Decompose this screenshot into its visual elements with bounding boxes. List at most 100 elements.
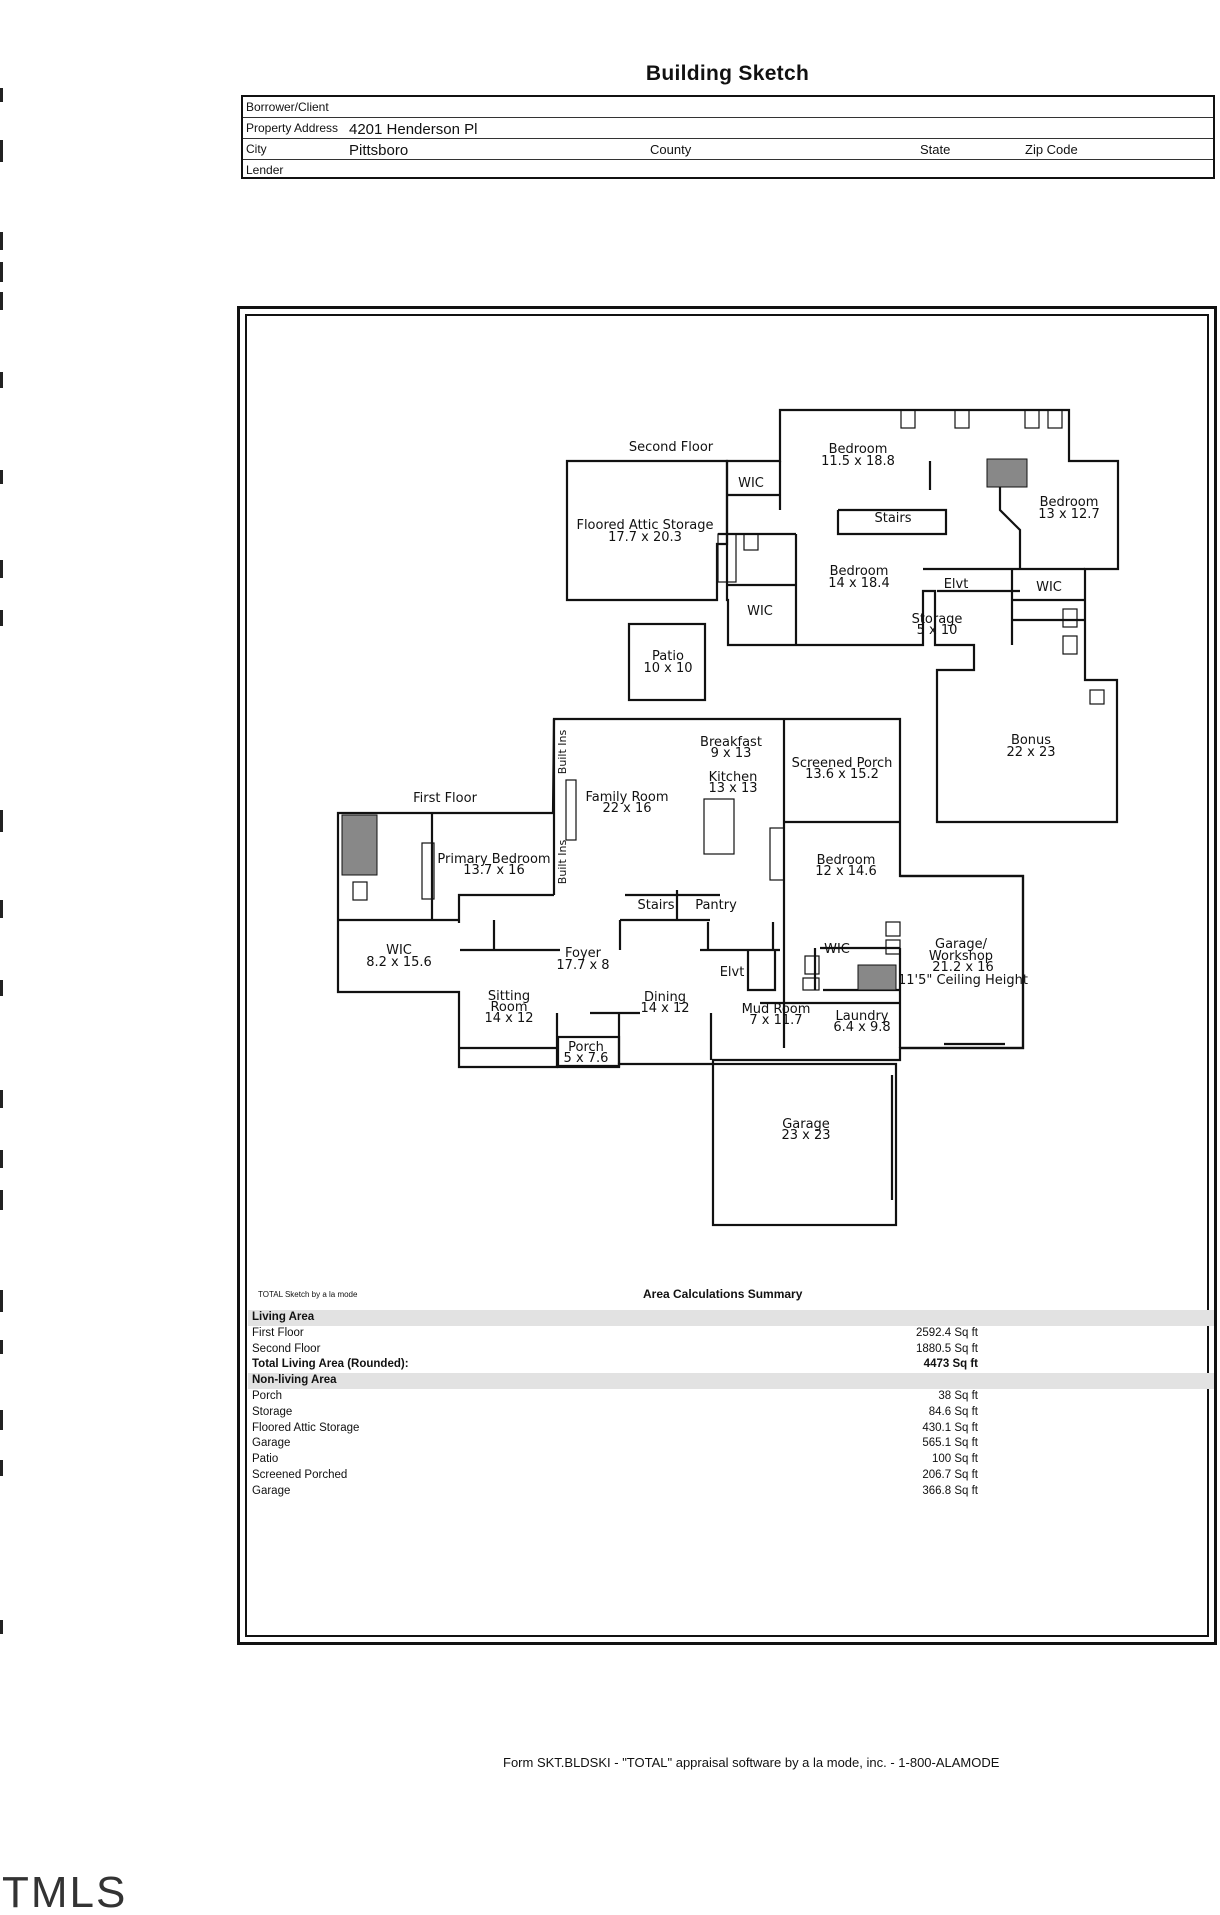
room-dims: 14 x 12 bbox=[484, 1011, 533, 1026]
room-label: Stairs bbox=[874, 511, 911, 526]
summary-row: Total Living Area (Rounded):4473 Sq ft bbox=[248, 1357, 1214, 1373]
room-label: Patio bbox=[652, 649, 684, 664]
room-label: Pantry bbox=[695, 898, 737, 913]
room-label: Bonus bbox=[1011, 733, 1051, 748]
summary-value: 2592.4 Sq ft bbox=[915, 1326, 978, 1339]
summary-label: Non-living Area bbox=[252, 1374, 337, 1387]
summary-label: Storage bbox=[252, 1405, 293, 1418]
borrower-row: Borrower/Client bbox=[243, 97, 1213, 118]
workshop-outline bbox=[900, 874, 1025, 1050]
summary-label: Porch bbox=[252, 1389, 283, 1402]
shower-hatch bbox=[341, 814, 378, 876]
built-ins-label: Built Ins bbox=[556, 840, 569, 885]
room-label: Storage bbox=[912, 612, 963, 627]
shower-hatch bbox=[857, 964, 897, 991]
first-floor-label: First Floor bbox=[413, 791, 477, 806]
scan-edge-mark bbox=[0, 1460, 3, 1476]
summary-value: 4473 Sq ft bbox=[923, 1358, 978, 1371]
garage-outline bbox=[711, 1062, 898, 1227]
stove-fixture bbox=[769, 827, 785, 881]
city-label: City bbox=[246, 142, 267, 156]
sink-fixture bbox=[1062, 635, 1078, 655]
summary-row: Floored Attic Storage 430.1 Sq ft bbox=[248, 1421, 1214, 1437]
summary-label: Second Floor bbox=[252, 1342, 321, 1355]
room-label: Family Room bbox=[586, 790, 669, 805]
summary-value: 38 Sq ft bbox=[938, 1389, 978, 1402]
toilet-fixture bbox=[885, 921, 901, 937]
room-dims: 22 x 23 bbox=[1006, 745, 1055, 760]
summary-label: Floored Attic Storage bbox=[252, 1421, 360, 1434]
summary-row: Second Floor 1880.5 Sq ft bbox=[248, 1342, 1214, 1358]
toilet-fixture bbox=[1024, 409, 1040, 429]
fireplace-hatch bbox=[986, 458, 1028, 488]
kitchen-island bbox=[703, 798, 735, 855]
city-row: City Pittsboro County State Zip Code bbox=[243, 139, 1213, 160]
room-note: 11'5" Ceiling Height bbox=[898, 973, 1028, 988]
summary-value: 430.1 Sq ft bbox=[922, 1421, 978, 1434]
scan-edge-mark bbox=[0, 470, 3, 484]
room-label: Garage/ bbox=[935, 937, 988, 952]
lender-label: Lender bbox=[246, 163, 284, 177]
room-label: WIC bbox=[747, 604, 773, 619]
builtin-shelf bbox=[565, 779, 577, 841]
scan-edge-mark bbox=[0, 980, 3, 996]
scan-edge-mark bbox=[0, 140, 3, 162]
room-dims: 14 x 18.4 bbox=[828, 576, 889, 591]
sink-fixture bbox=[1062, 608, 1078, 628]
summary-label: Living Area bbox=[252, 1311, 315, 1323]
room-label: WIC bbox=[824, 942, 850, 957]
room-label: Foyer bbox=[565, 946, 602, 961]
room-label: Bedroom bbox=[829, 442, 888, 457]
scan-edge-mark bbox=[0, 372, 3, 388]
room-dims: 8.2 x 15.6 bbox=[366, 955, 432, 970]
room-dims: 22 x 16 bbox=[602, 801, 651, 816]
scan-edge-mark bbox=[0, 1090, 3, 1108]
room-label: WIC bbox=[738, 476, 764, 491]
borrower-label: Borrower/Client bbox=[246, 100, 329, 114]
summary-section-row: Non-living Area bbox=[248, 1373, 1214, 1389]
mls-watermark: TMLS bbox=[2, 1868, 128, 1915]
room-dims: 14 x 12 bbox=[640, 1001, 689, 1016]
address-label: Property Address bbox=[246, 121, 339, 135]
scan-edge-mark bbox=[0, 88, 3, 102]
room-dims: 13 x 13 bbox=[708, 781, 757, 796]
toilet-fixture bbox=[885, 939, 901, 955]
second-floor-interior bbox=[718, 461, 1085, 645]
room-label: WIC bbox=[386, 943, 412, 958]
room-label: Laundry bbox=[836, 1009, 889, 1024]
toilet-fixture bbox=[352, 881, 368, 901]
room-dims: 11.5 x 18.8 bbox=[821, 454, 895, 469]
room-label: Dining bbox=[644, 990, 686, 1005]
page-title: Building Sketch bbox=[645, 62, 810, 85]
room-dims: 21.2 x 16 bbox=[932, 960, 993, 975]
room-dims: 5 x 10 bbox=[917, 623, 958, 638]
room-label: Elvt bbox=[944, 577, 969, 592]
sketch-credit: TOTAL Sketch by a la mode bbox=[258, 1290, 358, 1299]
sink-fixture bbox=[421, 842, 435, 900]
property-header: Borrower/Client Property Address 4201 He… bbox=[241, 95, 1215, 179]
room-label: Porch bbox=[568, 1040, 604, 1055]
summary-label: Garage bbox=[252, 1437, 291, 1450]
room-label: Bedroom bbox=[830, 564, 889, 579]
scan-edge-mark bbox=[0, 1620, 3, 1634]
room-label: Breakfast bbox=[700, 735, 762, 750]
summary-value: 565.1 Sq ft bbox=[922, 1437, 978, 1450]
room-label: Primary Bedroom bbox=[437, 852, 550, 867]
summary-value: 1880.5 Sq ft bbox=[915, 1342, 978, 1355]
sketch-frame bbox=[237, 306, 1217, 1645]
form-footer: Form SKT.BLDSKI - "TOTAL" appraisal soft… bbox=[503, 1755, 1000, 1770]
room-dims: 12 x 14.6 bbox=[815, 864, 876, 879]
patio-outline bbox=[627, 622, 707, 702]
room-dims: 7 x 11.7 bbox=[749, 1013, 802, 1028]
scan-edge-mark bbox=[0, 810, 3, 832]
room-dims: 23 x 23 bbox=[781, 1128, 830, 1143]
room-label: Sitting bbox=[488, 989, 530, 1004]
built-ins-label: Built Ins bbox=[556, 730, 569, 775]
room-label: Floored Attic Storage bbox=[576, 518, 713, 533]
toilet-fixture bbox=[900, 409, 916, 429]
room-dims: 6.4 x 9.8 bbox=[833, 1020, 890, 1035]
county-label: County bbox=[650, 142, 692, 157]
bathtub-fixture bbox=[717, 533, 737, 583]
